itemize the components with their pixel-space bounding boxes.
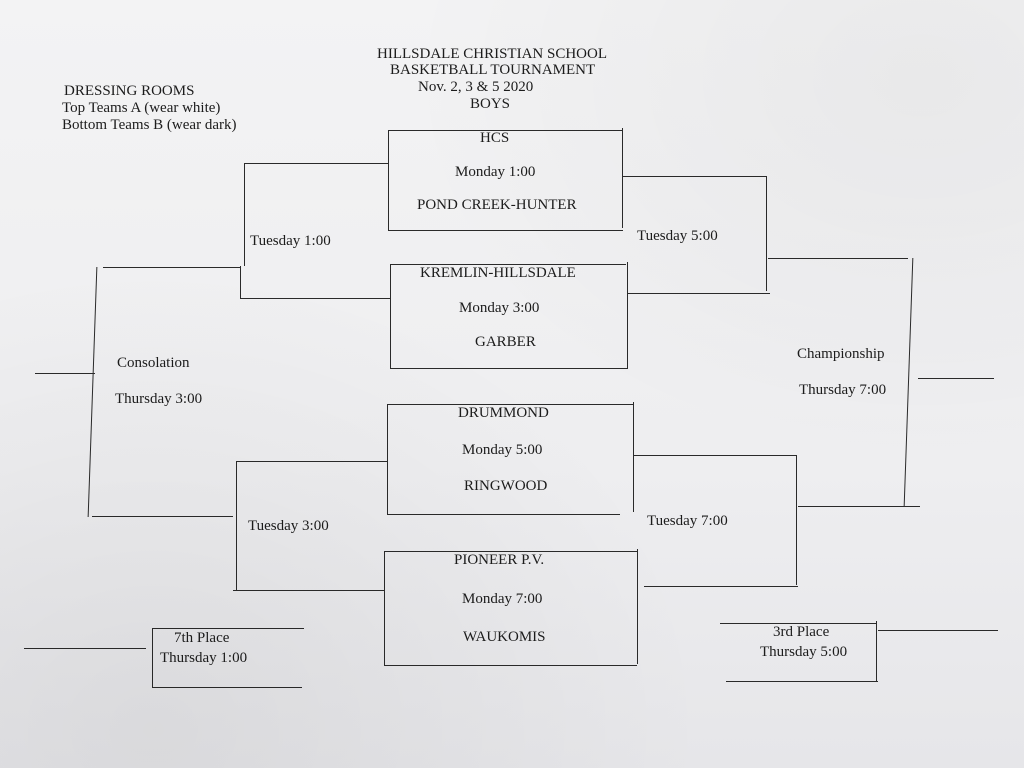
semifinal-bottom-time: Tuesday 7:00 — [647, 513, 728, 529]
game3-top-line — [387, 404, 633, 405]
tournament-dates: Nov. 2, 3 & 5 2020 — [418, 79, 534, 95]
consolation-round-top-time: Tuesday 1:00 — [250, 233, 331, 249]
third-top-line — [720, 623, 876, 624]
consolation-winner-line — [35, 373, 95, 374]
consolation-vline — [87, 267, 98, 517]
division: BOYS — [470, 96, 511, 112]
game4-team-b: WAUKOMIS — [463, 629, 546, 645]
seventh-place-label: 7th Place — [174, 630, 230, 646]
championship-vline — [903, 258, 914, 506]
school-name: HILLSDALE CHRISTIAN SCHOOL — [377, 46, 607, 62]
consolation-bottom-line — [92, 516, 233, 517]
third-vline — [876, 621, 877, 681]
cons-top-bottom-line — [240, 298, 390, 299]
seventh-bottom-line — [152, 687, 302, 688]
game3-time: Monday 5:00 — [462, 442, 543, 458]
game2-left-line — [390, 264, 391, 369]
seventh-top-line — [152, 628, 304, 629]
cons-bottom-bottom-line — [233, 590, 384, 591]
game2-team-a: KREMLIN-HILLSDALE — [420, 265, 576, 281]
game2-right-line — [627, 262, 628, 368]
game3-bottom-line — [387, 514, 620, 515]
seventh-place-time: Thursday 1:00 — [160, 650, 248, 666]
semifinal-top-time: Tuesday 5:00 — [637, 228, 718, 244]
cons-top-vline — [244, 163, 245, 266]
championship-bottom-line — [798, 506, 920, 507]
game1-bottom-line — [388, 230, 623, 231]
consolation-time: Thursday 3:00 — [115, 391, 203, 407]
game2-top-line — [390, 264, 626, 265]
cons-bottom-vline — [236, 461, 237, 591]
third-winner-line — [878, 630, 998, 631]
game4-team-a: PIONEER P.V. — [454, 552, 545, 568]
seventh-vline — [152, 628, 153, 688]
cons-top-vline-lower — [240, 266, 241, 299]
game3-team-a: DRUMMOND — [458, 405, 549, 421]
consolation-top-line — [103, 267, 240, 268]
semi-top-line — [622, 176, 766, 177]
third-place-time: Thursday 5:00 — [760, 644, 848, 660]
semi-top-vline — [766, 176, 767, 291]
championship-top-line — [768, 258, 908, 259]
game1-left-line — [388, 130, 389, 230]
dressing-rooms-bottom: Bottom Teams B (wear dark) — [62, 117, 237, 133]
game4-bottom-line — [384, 665, 637, 666]
seventh-winner-line — [24, 648, 146, 649]
game3-team-b: RINGWOOD — [464, 478, 548, 494]
semi-bottom-top-line — [634, 455, 796, 456]
game4-top-line — [384, 551, 638, 552]
third-bottom-line — [726, 681, 878, 682]
game3-left-line — [387, 404, 388, 514]
game1-time: Monday 1:00 — [455, 164, 536, 180]
cons-top-line — [244, 163, 388, 164]
championship-label: Championship — [797, 346, 885, 362]
game1-team-b: POND CREEK-HUNTER — [417, 197, 577, 213]
championship-winner-line — [918, 378, 994, 379]
game2-bottom-line — [390, 368, 628, 369]
game2-team-b: GARBER — [475, 334, 536, 350]
game4-left-line — [384, 551, 385, 666]
cons-bottom-top-line — [236, 461, 387, 462]
dressing-rooms-title: DRESSING ROOMS — [64, 83, 195, 99]
consolation-round-bottom-time: Tuesday 3:00 — [248, 518, 329, 534]
game1-top-line — [388, 130, 623, 131]
semi-top-bottom-line — [628, 293, 770, 294]
consolation-label: Consolation — [117, 355, 190, 371]
game2-time: Monday 3:00 — [459, 300, 540, 316]
game4-right-line — [637, 549, 638, 664]
dressing-rooms-top: Top Teams A (wear white) — [62, 100, 221, 116]
championship-time: Thursday 7:00 — [799, 382, 887, 398]
semi-bottom-vline — [796, 455, 797, 585]
game3-right-line — [633, 402, 634, 512]
semi-bottom-bottom-line — [644, 586, 798, 587]
game1-team-a: HCS — [480, 130, 510, 146]
game4-time: Monday 7:00 — [462, 591, 543, 607]
game1-right-line — [622, 128, 623, 228]
tournament-name: BASKETBALL TOURNAMENT — [390, 62, 596, 78]
third-place-label: 3rd Place — [773, 624, 830, 640]
